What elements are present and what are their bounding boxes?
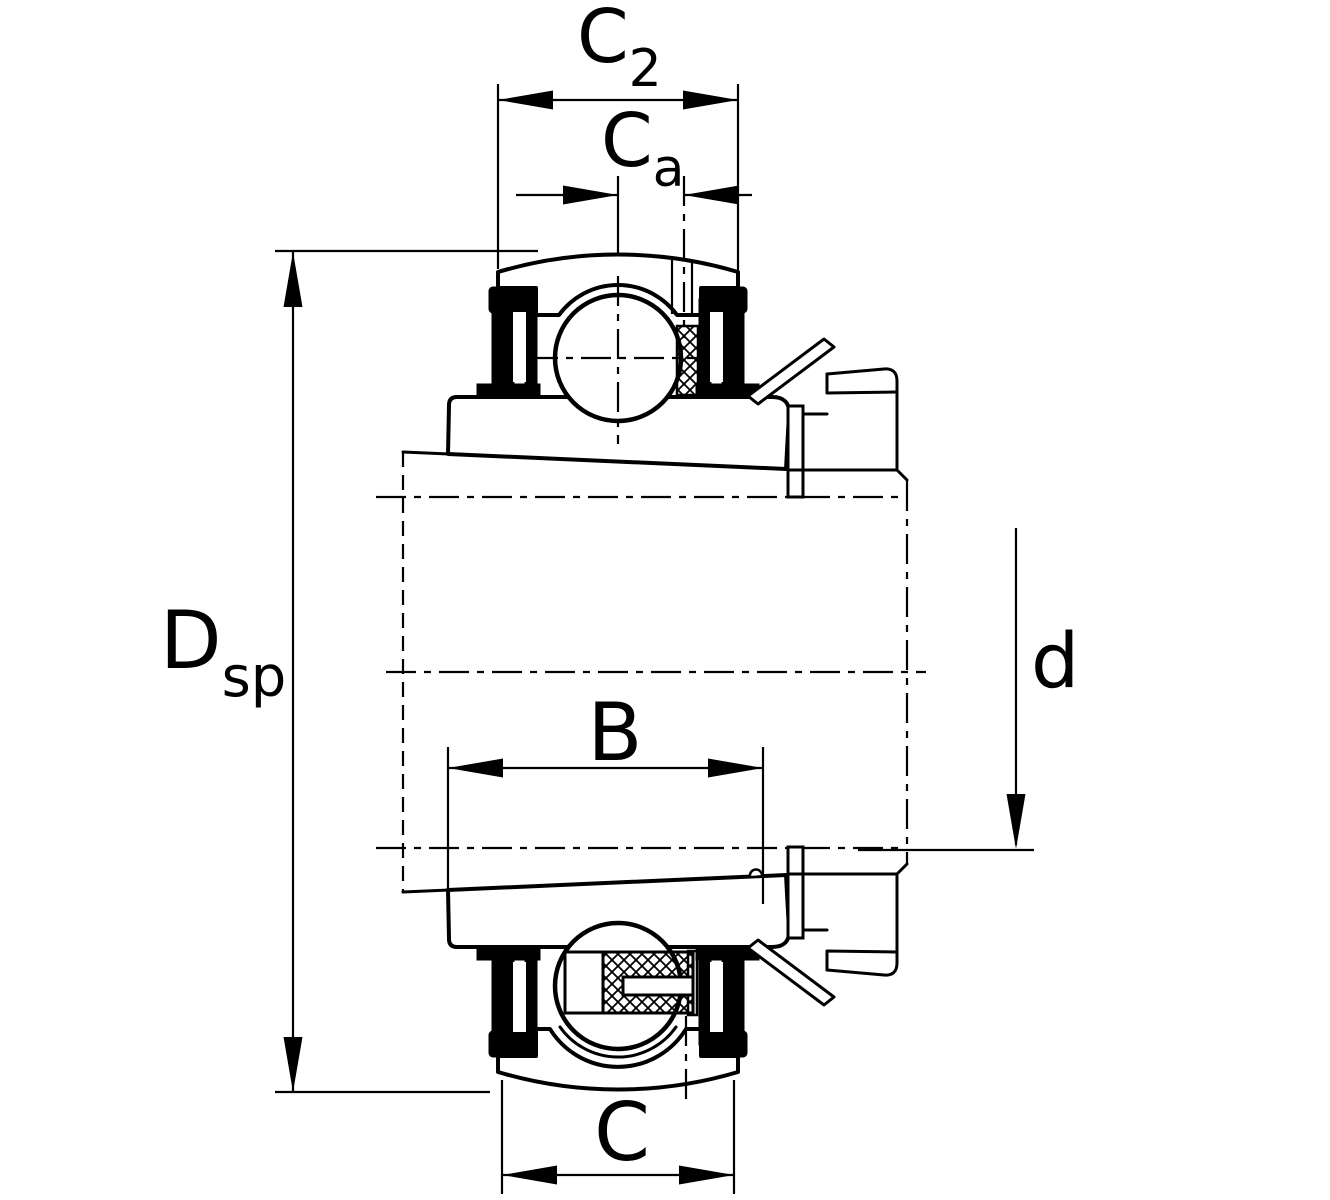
dimension-label-c2: C2 — [577, 0, 662, 99]
lock-washer-top — [786, 404, 805, 499]
raceway-shoulder-arc-bottom — [558, 1025, 678, 1059]
dimension-d: d — [858, 528, 1079, 852]
ball-top-centerlines — [528, 276, 710, 444]
outer-ring-bottom-section — [496, 1027, 740, 1092]
lock-tab-lever-top — [746, 337, 836, 406]
dimension-dsp: Dsp — [160, 249, 538, 1094]
dimension-b: B — [446, 686, 765, 904]
washer-tab-bump — [748, 868, 764, 877]
adapter-sleeve-taper-line — [401, 888, 451, 894]
seal-top-left — [476, 286, 541, 398]
dimension-label-dsp: Dsp — [160, 594, 286, 710]
dimension-ca: Ca — [516, 98, 752, 338]
dimension-label-b: B — [588, 686, 643, 779]
adapter-sleeve-taper-line — [401, 450, 451, 456]
dimension-label-c: C — [594, 1086, 650, 1179]
cage-top-section — [675, 324, 700, 397]
dimension-label-d: d — [1031, 616, 1079, 705]
lock-nut-top — [786, 367, 909, 482]
set-screw-section — [563, 950, 695, 1104]
dimension-label-ca: Ca — [601, 98, 685, 199]
seal-bottom-right — [695, 946, 760, 1058]
outer-ring-top-section — [496, 252, 740, 317]
seal-top-right — [695, 286, 760, 398]
dimension-c: C — [500, 1080, 736, 1194]
lock-nut-bottom — [786, 862, 909, 977]
dimension-c2: C2 — [496, 0, 740, 394]
lock-washer-bottom — [786, 845, 805, 940]
seal-bottom-left — [476, 946, 541, 1058]
lock-tab-lever-bottom — [746, 938, 836, 1007]
